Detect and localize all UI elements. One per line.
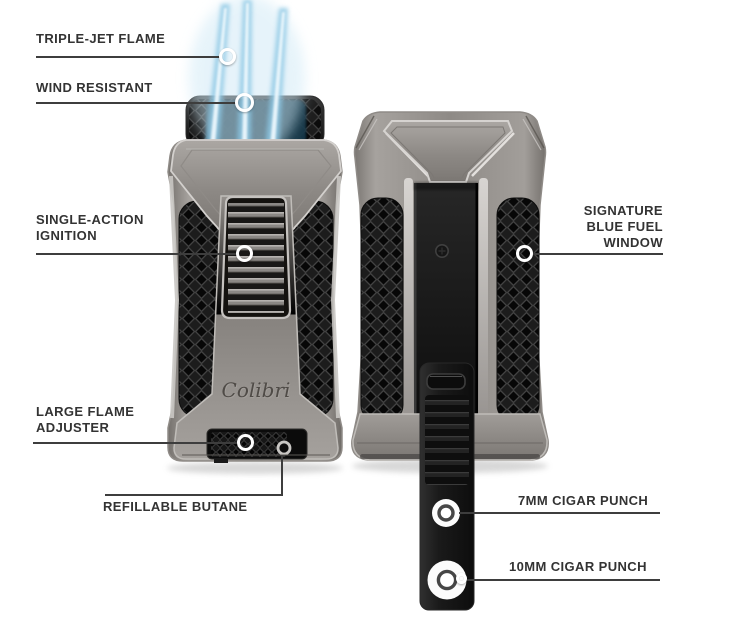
label-single-action-ignition: SINGLE-ACTION IGNITION (36, 212, 144, 243)
punch-10mm (427, 560, 467, 600)
brand-logo: Colibri Colibri (222, 378, 292, 403)
lighter-front-view: Colibri Colibri (167, 0, 343, 463)
marker-triple-jet-flame-ring (219, 48, 236, 65)
connector-refillable-butane-vertical (281, 455, 283, 496)
label-large-flame-adjuster: LARGE FLAME ADJUSTER (36, 404, 135, 435)
back-left-rail (404, 178, 413, 422)
flame-right-core (270, 12, 285, 146)
marker-wind-resistant-ring (235, 93, 254, 112)
front-center-column (173, 195, 339, 460)
front-left-rail (169, 175, 180, 419)
marker-10mm-cigar-punch-ring (456, 573, 467, 584)
screw (434, 244, 449, 259)
connector-single-action-ignition (36, 253, 236, 255)
punch-slide (419, 362, 475, 611)
label-signature-blue-fuel-window: SIGNATURE BLUE FUEL WINDOW (583, 203, 663, 250)
slide-grip-ribs (425, 395, 469, 485)
flame-adjuster-recess (206, 428, 308, 463)
connector-7mm-cigar-punch (459, 512, 660, 514)
label-7mm-cigar-punch: 7MM CIGAR PUNCH (518, 493, 649, 508)
strip-right-bevel (475, 183, 478, 433)
lighter-back-view (351, 111, 549, 611)
back-left-grip (360, 197, 404, 423)
svg-text:Colibri: Colibri (222, 378, 291, 402)
punch-7mm (432, 499, 460, 527)
marker-large-flame-adjuster-ring (237, 434, 254, 451)
cap-panel-inner-line (390, 126, 506, 179)
slide-latch-button (426, 373, 466, 390)
flame-left-core (210, 8, 227, 146)
connector-large-flame-adjuster (33, 442, 237, 444)
connector-triple-jet-flame (36, 56, 220, 58)
back-right-rail (479, 178, 488, 422)
cap-under-shadow (414, 182, 478, 190)
label-10mm-cigar-punch: 10MM CIGAR PUNCH (509, 559, 647, 574)
label-triple-jet-flame: TRIPLE-JET FLAME (36, 31, 166, 46)
connector-refillable-butane-horizontal (105, 494, 283, 496)
strip-left-bevel (414, 183, 417, 433)
ignition-panel (220, 195, 292, 320)
marker-single-action-ignition-ring (236, 245, 253, 262)
label-refillable-butane: REFILLABLE BUTANE (103, 499, 248, 514)
back-right-grip (496, 197, 540, 423)
chevron-right-edge (471, 132, 515, 177)
svg-text:Colibri: Colibri (222, 379, 291, 403)
cap-seam-lines (355, 115, 545, 149)
label-wind-resistant: WIND RESISTANT (36, 80, 153, 95)
cap-seam-highlights (358, 118, 542, 151)
connector-signature-blue-fuel-window (533, 253, 663, 255)
front-right-rail (330, 175, 341, 419)
front-lighter-shadow (167, 462, 343, 474)
recess-tab (214, 458, 228, 463)
flame-jets (189, 0, 305, 160)
connector-10mm-cigar-punch (466, 579, 660, 581)
marker-signature-blue-fuel-window-ring (516, 245, 533, 262)
connector-wind-resistant (36, 102, 236, 104)
refill-valve (276, 440, 292, 456)
